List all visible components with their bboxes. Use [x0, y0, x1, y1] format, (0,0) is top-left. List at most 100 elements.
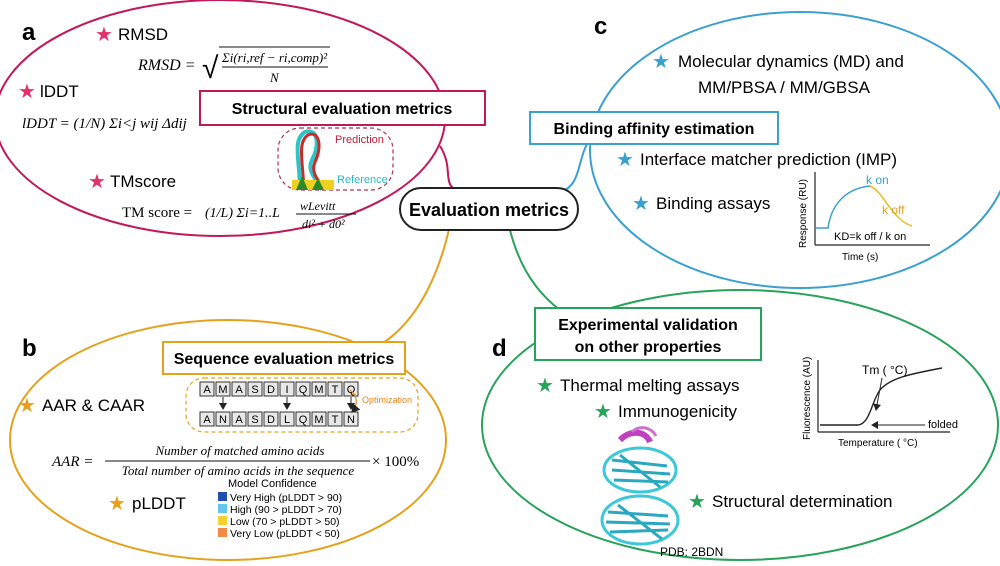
melt-xlabel: Temperature ( °C): [838, 438, 918, 449]
panel-d-letter: d: [492, 335, 507, 362]
panel-c-title-box: [529, 111, 779, 145]
sequence-residue-box: [295, 381, 311, 397]
panel-d-title-line1: Experimental validation: [558, 317, 738, 334]
panel-d-item-2: Immunogenicity: [618, 402, 738, 421]
sequence-residue-box: [231, 411, 247, 427]
reference-label: Reference: [337, 174, 388, 186]
aar-name: AAR & CAAR: [42, 396, 145, 415]
sensorgram-ylabel: Response (RU): [798, 179, 809, 248]
sequence-residue: A: [235, 384, 243, 396]
confidence-label: Low (70 > pLDDT > 50): [230, 516, 340, 528]
aar-lhs: AAR =: [51, 454, 93, 470]
sequence-residue: L: [284, 414, 290, 426]
sensorgram-xlabel: Time (s): [842, 252, 878, 263]
optimization-label: Optimization: [362, 395, 412, 405]
panel-d-title-line2: on other properties: [575, 339, 722, 356]
rmsd-lhs: RMSD =: [137, 57, 195, 74]
confidence-label: High (90 > pLDDT > 70): [230, 504, 342, 516]
sequence-residue: M: [218, 384, 227, 396]
binding-sensorgram: [814, 172, 930, 246]
panel-c-ellipse: [589, 11, 1000, 289]
confidence-swatch: [218, 516, 227, 525]
sequence-residue-box: [231, 381, 247, 397]
sequence-residue: Q: [299, 414, 308, 426]
panel-b-ellipse: [9, 319, 447, 561]
panel-c-item-3: Interface matcher prediction (IMP): [640, 150, 897, 169]
tmscore-numer: wLevitt: [300, 199, 336, 213]
panel-a-title-box: [199, 90, 486, 126]
panel-c-letter: c: [594, 13, 607, 40]
sequence-residue-box: [247, 411, 263, 427]
star-icon: ★: [95, 24, 113, 46]
sequence-residue-box: [327, 411, 343, 427]
lddt-name: lDDT: [40, 82, 79, 101]
sequence-dashed-box: [185, 377, 419, 433]
sequence-residue-box: [215, 411, 231, 427]
sequence-residue: T: [332, 414, 339, 426]
plddt-name: pLDDT: [132, 494, 186, 513]
sequence-residue: S: [251, 384, 258, 396]
sequence-residue: D: [267, 414, 275, 426]
confidence-label: Very Low (pLDDT < 50): [230, 528, 340, 540]
aar-numer: Number of matched amino acids: [155, 443, 325, 458]
star-icon: ★: [632, 193, 650, 215]
sequence-residue-box: [343, 411, 359, 427]
tmscore-denom: di² + d0²: [302, 217, 345, 231]
kd-label: KD=k off / k on: [834, 231, 906, 243]
rmsd-denom: N: [269, 70, 280, 85]
sequence-residue: Q: [299, 384, 308, 396]
pdb-label: PDB: 2BDN: [660, 545, 723, 559]
sequence-residue: D: [267, 384, 275, 396]
sequence-residue-box: [311, 411, 327, 427]
star-icon: ★: [88, 171, 106, 193]
sequence-residue: S: [251, 414, 258, 426]
star-icon: ★: [108, 493, 126, 515]
connector-d: [509, 229, 561, 311]
sequence-residue-box: [279, 381, 295, 397]
lddt-formula: lDDT = (1/N) Σi<j wij Δdij: [22, 116, 187, 132]
thermal-melt-chart: [817, 360, 950, 433]
panel-d-ellipse: [481, 289, 999, 561]
connector-b: [379, 224, 451, 346]
confidence-swatch: [218, 528, 227, 537]
rmsd-numer: Σi(ri,ref − ri,comp)²: [221, 50, 328, 65]
panel-d-item-3: Structural determination: [712, 492, 892, 511]
confidence-title: Model Confidence: [228, 478, 317, 490]
confidence-label: Very High (pLDDT > 90): [230, 492, 342, 504]
star-icon: ★: [536, 375, 554, 397]
tmscore-sum: (1/L) Σi=1..L: [205, 206, 280, 221]
confidence-swatch: [218, 492, 227, 501]
sequence-residue: M: [314, 384, 323, 396]
melt-ylabel: Fluorescence (AU): [802, 357, 813, 440]
sequence-residue: N: [219, 414, 227, 426]
koff-label: k off: [882, 203, 905, 217]
sequence-residue-box: [247, 381, 263, 397]
sequence-residue-box: [343, 381, 359, 397]
rmsd-name: RMSD: [118, 25, 168, 44]
panel-d-title-box: [534, 307, 762, 361]
panel-c-item-2: MM/PBSA / MM/GBSA: [698, 78, 871, 97]
sequence-residue: A: [203, 414, 211, 426]
panel-c-title: Binding affinity estimation: [554, 121, 755, 138]
panel-b-title: Sequence evaluation metrics: [174, 351, 395, 368]
star-icon: ★: [18, 395, 36, 417]
structure-overlay-illustration: [277, 127, 394, 191]
protein-structure-illustration: [600, 426, 680, 546]
panel-a-letter: a: [22, 19, 36, 46]
tm-label: Tm ( °C): [862, 363, 907, 377]
tmscore-lhs: TM score =: [122, 205, 192, 221]
star-icon: ★: [652, 51, 670, 73]
sequence-residue: A: [235, 414, 243, 426]
sequence-residue-box: [263, 381, 279, 397]
star-icon: ★: [616, 149, 634, 171]
rmsd-sqrt: √: [202, 52, 219, 85]
sequence-residue-box: [199, 411, 215, 427]
sequence-residue-box: [263, 411, 279, 427]
folded-label: folded: [928, 419, 958, 431]
panel-d-item-1: Thermal melting assays: [560, 376, 740, 395]
center-label: Evaluation metrics: [409, 200, 569, 220]
tmscore-name: TMscore: [110, 172, 176, 191]
